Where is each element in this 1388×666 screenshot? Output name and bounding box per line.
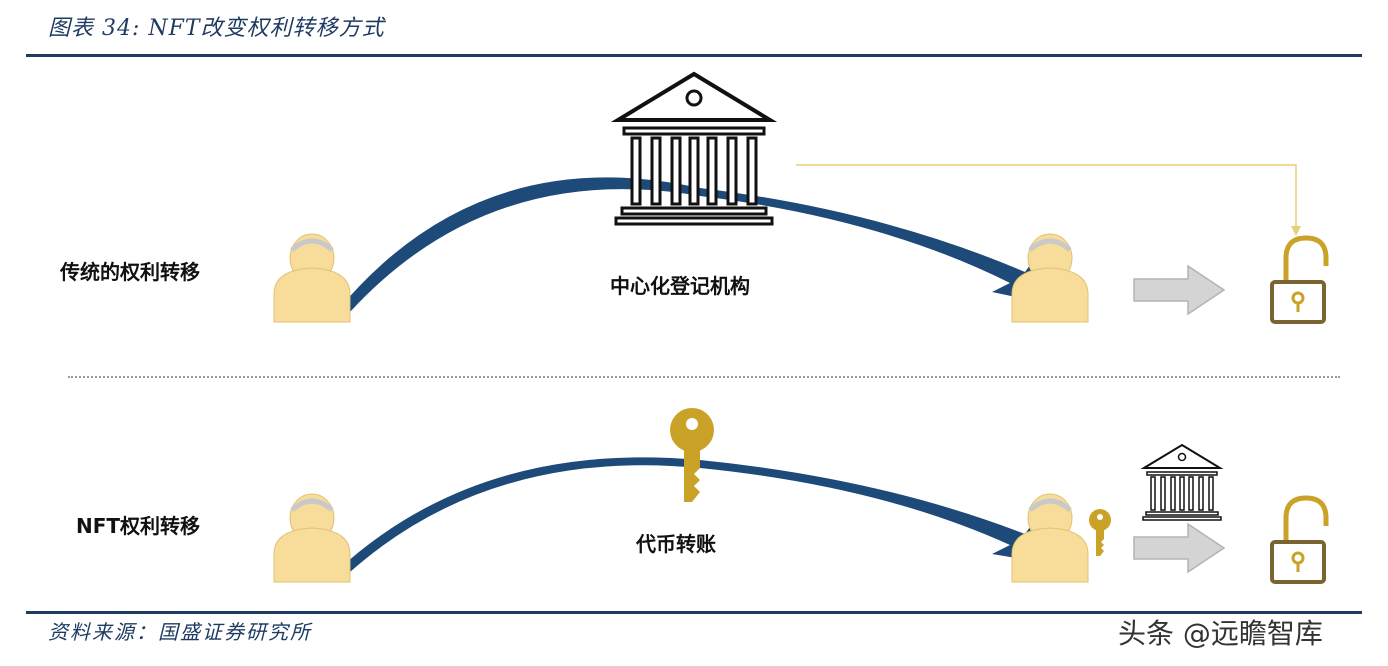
key-icon-large <box>670 408 714 502</box>
section-divider <box>68 376 1340 378</box>
bank-icon <box>614 72 774 226</box>
person-icon-receiver-nft <box>1012 494 1088 582</box>
person-icon-sender-traditional <box>274 234 350 322</box>
row-label-traditional: 传统的权利转移 <box>60 260 200 284</box>
registry-to-lock-line <box>796 164 1297 230</box>
unlocked-padlock-icon-nft <box>1272 498 1326 582</box>
source-note: 资料来源：国盛证券研究所 <box>48 620 312 644</box>
row-label-nft: NFT权利转移 <box>76 514 201 538</box>
key-icon-small <box>1089 509 1111 556</box>
bank-icon-small <box>1142 444 1222 521</box>
right-arrow-icon-traditional <box>1133 265 1225 315</box>
center-label-registry: 中心化登记机构 <box>610 274 750 298</box>
watermark-text: 头条 @远瞻智库 <box>1118 617 1323 650</box>
transfer-arc-nft <box>338 457 1040 572</box>
figure-title: 图表 34: NFT改变权利转移方式 <box>48 16 385 41</box>
center-label-token-transfer: 代币转账 <box>636 532 716 556</box>
right-arrow-icon-nft <box>1133 523 1225 573</box>
person-icon-receiver-traditional <box>1012 234 1088 322</box>
person-icon-sender-nft <box>274 494 350 582</box>
top-rule <box>26 54 1362 57</box>
bottom-rule <box>26 611 1362 614</box>
unlocked-padlock-icon-traditional <box>1272 238 1326 322</box>
